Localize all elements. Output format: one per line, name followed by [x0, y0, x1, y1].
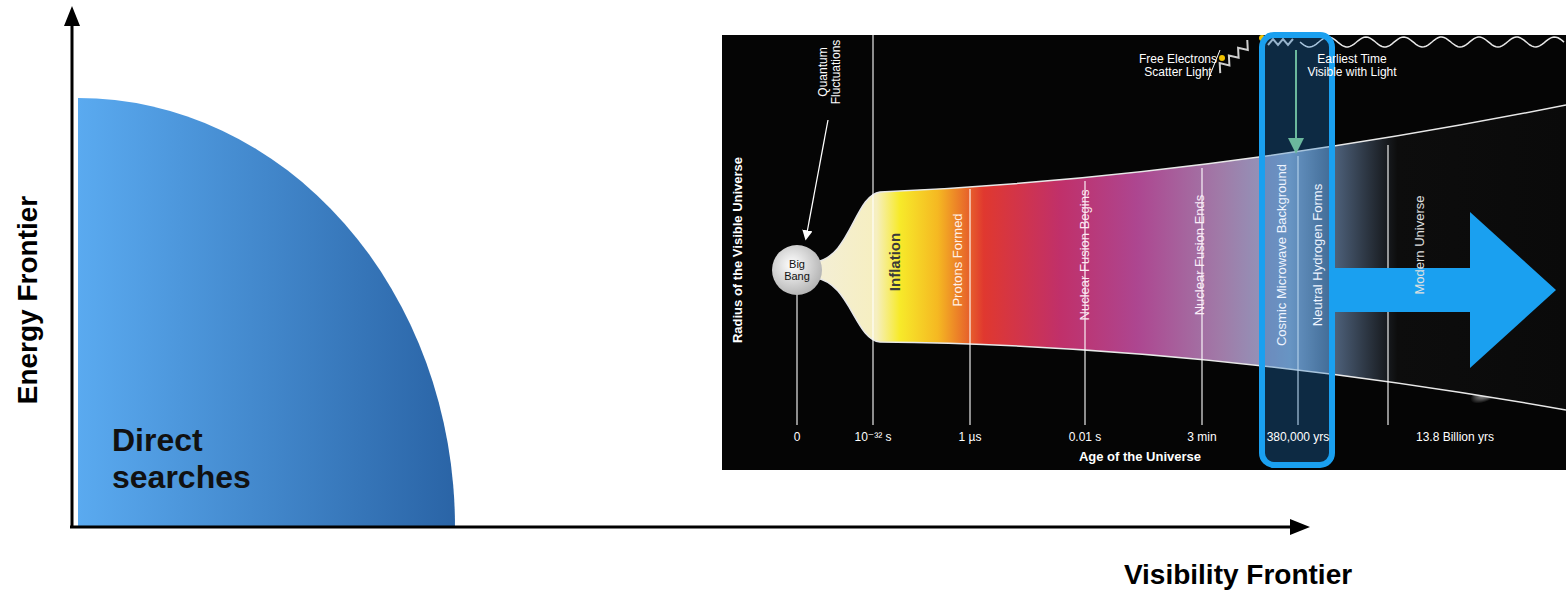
tick-label: 1 µs	[959, 431, 982, 444]
node-text: Direct searches	[112, 422, 312, 496]
axis-label: Age of the Universe	[1079, 450, 1201, 464]
callout-label: Free Electrons Scatter Light	[1128, 53, 1228, 79]
era-label: Nuclear Fusion Begins	[1078, 190, 1092, 321]
era-label: Protons Formed	[951, 213, 965, 306]
tick-label: 3 min	[1187, 431, 1216, 444]
era-label: Nuclear Fusion Ends	[1193, 195, 1207, 316]
era-label: Neutral Hydrogen Forms	[1311, 184, 1325, 326]
tick-label: 0	[794, 431, 801, 444]
era-label: Cosmic Microwave Background	[1275, 164, 1289, 346]
tick-label: 0.01 s	[1069, 431, 1102, 444]
axis-label: Radius of the Visible Universe	[731, 157, 745, 343]
callout-label: Earliest Time Visible with Light	[1307, 53, 1397, 79]
era-label: Modern Universe	[1413, 196, 1427, 295]
tick-label: 10⁻³² s	[854, 431, 891, 444]
tick-label: 13.8 Billion yrs	[1416, 431, 1494, 444]
region-label-box: Direct searches	[108, 418, 316, 500]
axis-label: Energy Frontier	[13, 196, 44, 404]
axis-label: Visibility Frontier	[1124, 560, 1352, 591]
tick-label: 380,000 yrs	[1267, 431, 1330, 444]
big-bang-circle: Big Bang	[772, 245, 822, 295]
node-text: Big Bang	[780, 258, 814, 282]
callout-label: Quantum Fluctuations	[817, 32, 843, 112]
era-label: Inflation	[887, 233, 904, 291]
